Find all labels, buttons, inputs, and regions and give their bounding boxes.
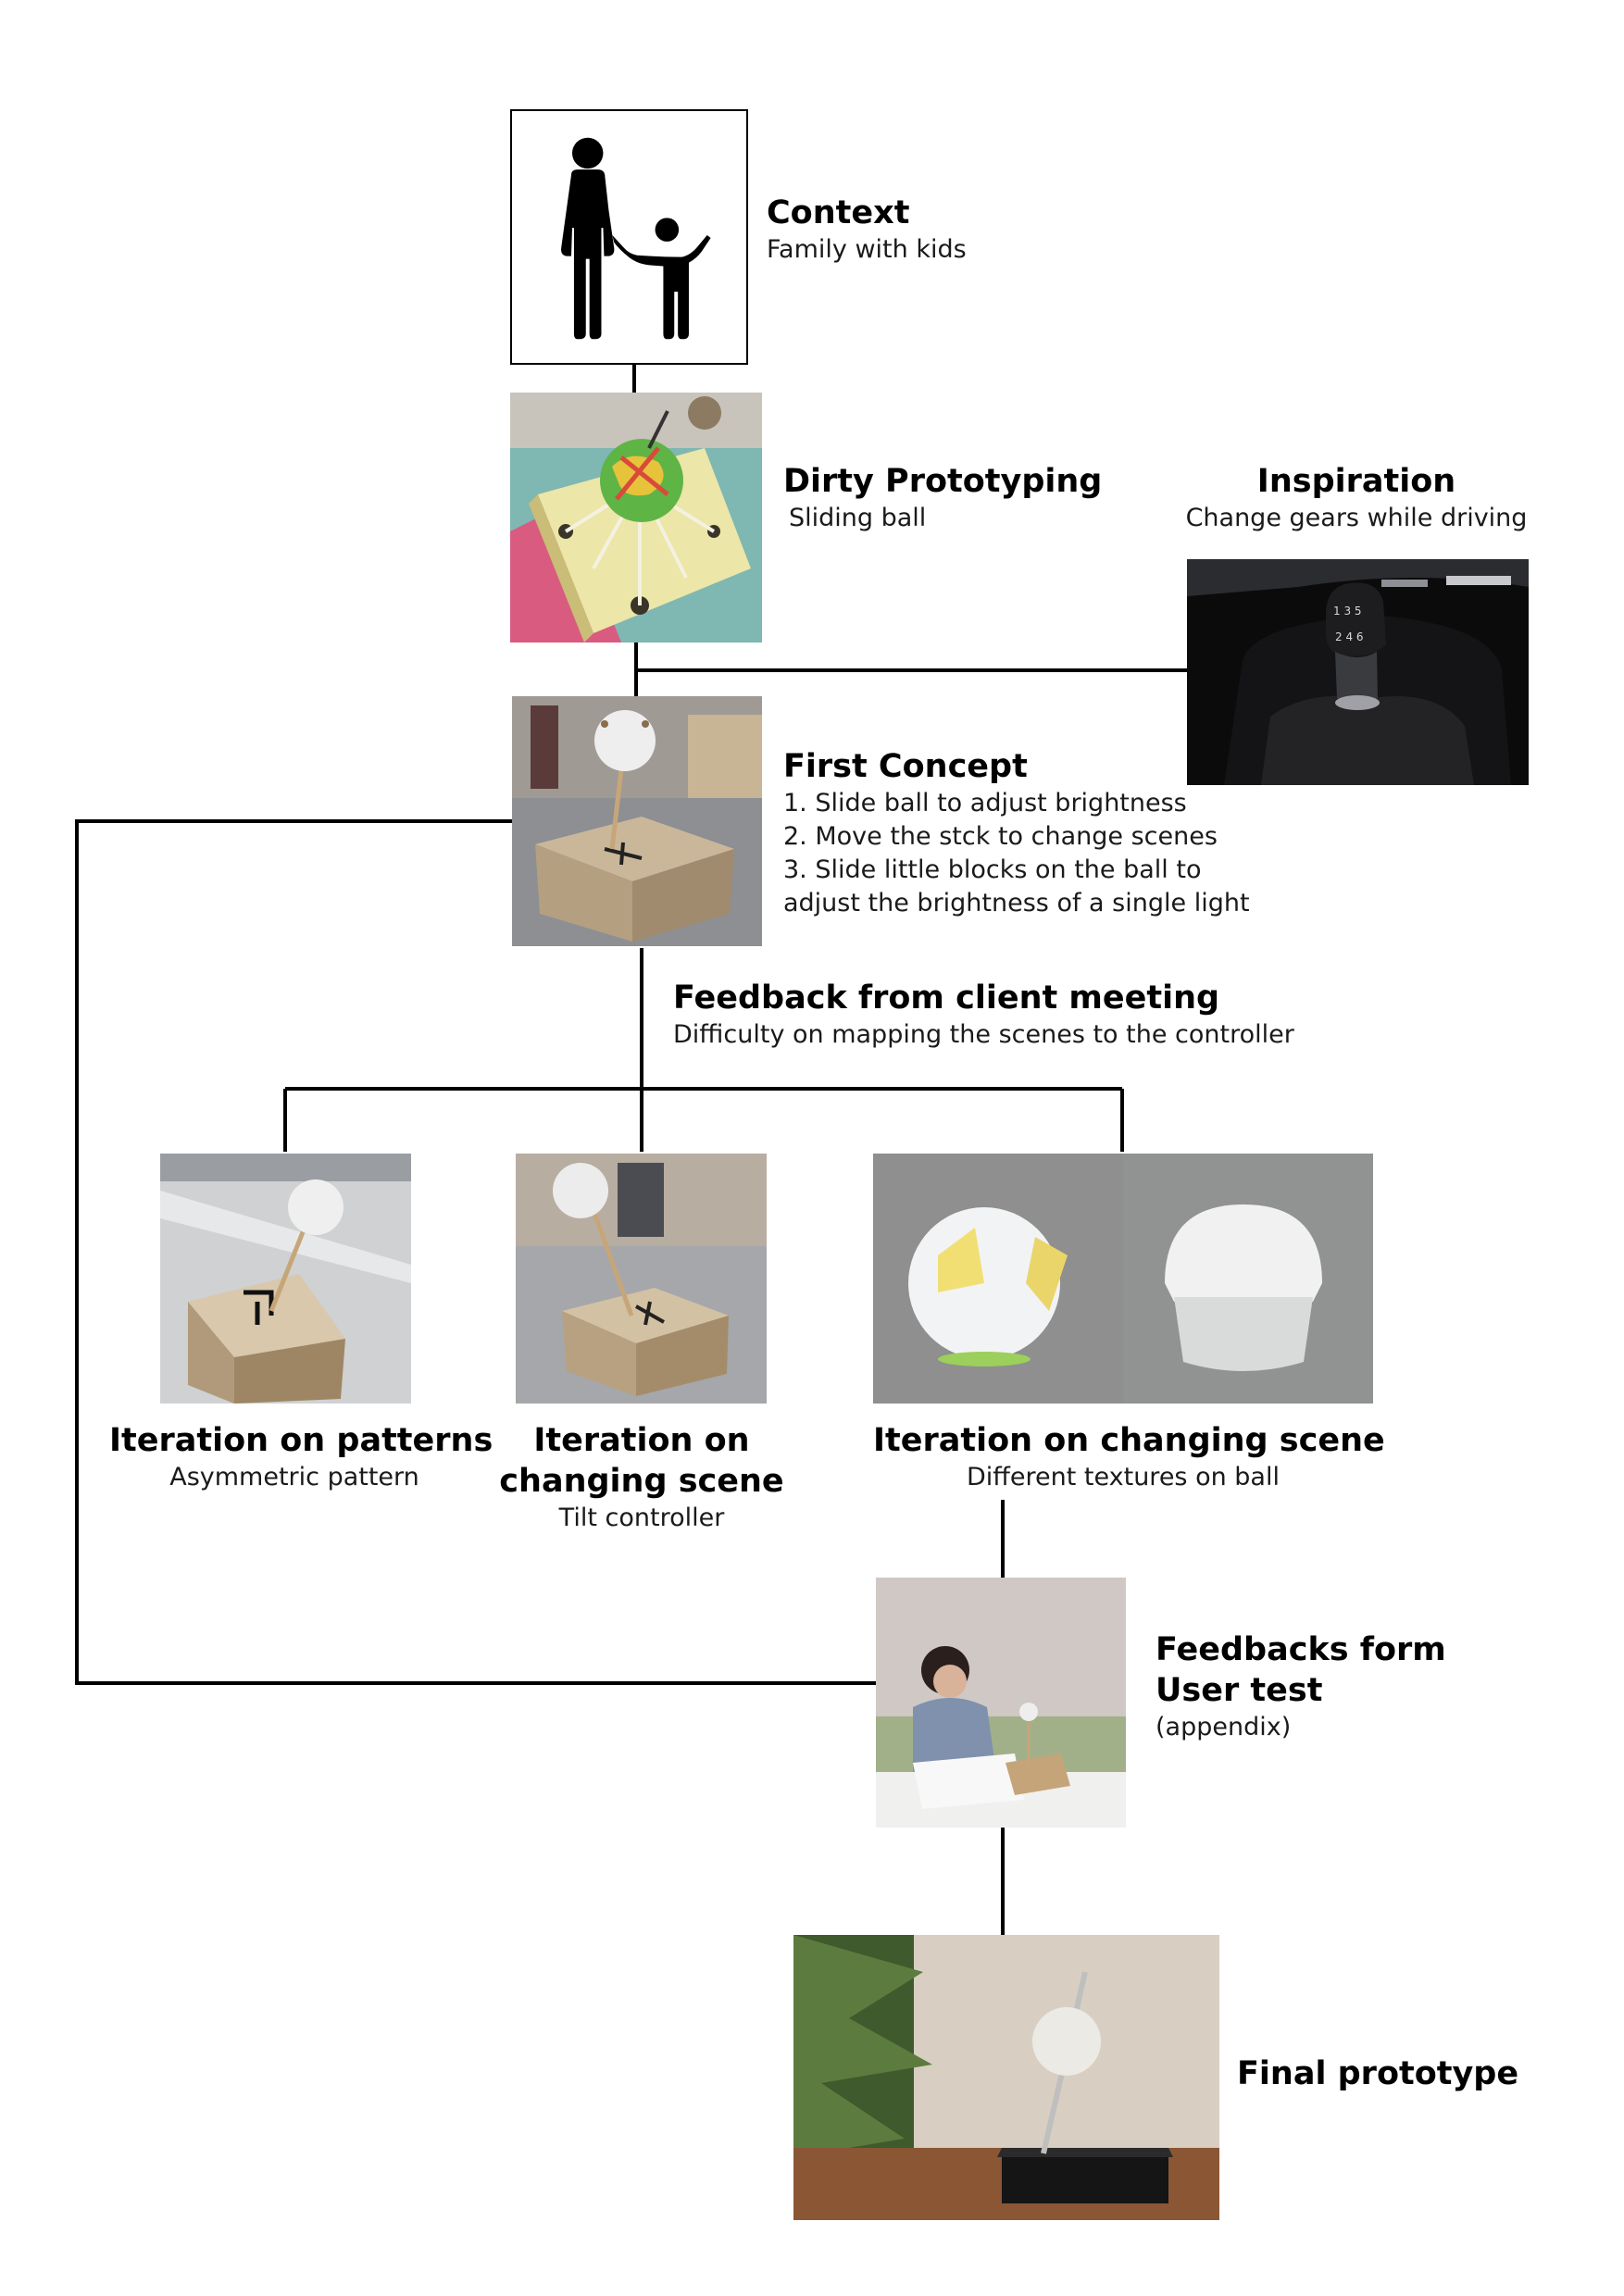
tilt-iteration-title-line1: Iteration on — [533, 1422, 750, 1459]
user-test-subtitle: (appendix) — [1156, 1713, 1292, 1741]
inspiration-label: Inspiration Change gears while driving — [1185, 461, 1528, 535]
user-test-title-line2: User test — [1156, 1672, 1323, 1709]
dirty-prototyping-title: Dirty Prototyping — [783, 463, 1103, 500]
tilt-iteration-subtitle: Tilt controller — [558, 1504, 725, 1532]
connector-feedback-loop — [75, 819, 876, 1685]
client-feedback-title: Feedback from client meeting — [673, 980, 1220, 1017]
final-prototype-title: Final prototype — [1237, 2055, 1519, 2092]
parent-child-icon — [561, 137, 711, 340]
dirty-prototype-photo — [510, 393, 762, 643]
texture-iteration-photo-b — [1123, 1154, 1373, 1404]
texture-iteration-photo-a — [873, 1154, 1123, 1404]
final-prototype-label: Final prototype — [1237, 2053, 1518, 2094]
svg-text:1 3 5: 1 3 5 — [1333, 605, 1362, 618]
first-concept-step: 3. Slide little blocks on the ball to — [783, 855, 1202, 884]
context-icon-box — [510, 109, 748, 365]
first-concept-title: First Concept — [783, 748, 1028, 785]
user-test-title-line1: Feedbacks form — [1156, 1631, 1446, 1668]
first-concept-step: 2. Move the stck to change scenes — [783, 822, 1218, 851]
user-test-label: Feedbacks form User test (appendix) — [1156, 1629, 1446, 1744]
pattern-iteration-label: Iteration on patterns Asymmetric pattern — [109, 1420, 493, 1494]
texture-iteration-title: Iteration on changing scene — [873, 1422, 1385, 1459]
client-feedback-subtitle: Difficulty on mapping the scenes to the … — [673, 1020, 1294, 1049]
gear-shift-photo: 1 3 5 2 4 6 — [1187, 559, 1529, 785]
dirty-prototyping-subtitle: Sliding ball — [789, 504, 927, 532]
pattern-iteration-subtitle: Asymmetric pattern — [169, 1463, 419, 1491]
texture-iteration-subtitle: Different textures on ball — [967, 1463, 1280, 1491]
context-label: Context Family with kids — [767, 193, 967, 267]
user-test-photo — [876, 1578, 1126, 1828]
inspiration-title: Inspiration — [1256, 463, 1456, 500]
context-title: Context — [767, 194, 910, 231]
tilt-iteration-label: Iteration on changing scene Tilt control… — [461, 1420, 822, 1535]
tilt-iteration-photo — [516, 1154, 767, 1404]
pattern-iteration-title: Iteration on patterns — [109, 1422, 493, 1459]
texture-iteration-label: Iteration on changing scene Different te… — [873, 1420, 1385, 1494]
context-subtitle: Family with kids — [767, 235, 967, 264]
final-prototype-photo — [793, 1935, 1219, 2220]
tilt-iteration-title-line2: changing scene — [499, 1463, 784, 1500]
first-concept-photo — [512, 696, 762, 946]
inspiration-subtitle: Change gears while driving — [1185, 504, 1528, 532]
client-feedback-label: Feedback from client meeting Difficulty … — [673, 978, 1294, 1052]
first-concept-label: First Concept 1. Slide ball to adjust br… — [783, 746, 1250, 920]
pattern-iteration-photo — [160, 1154, 411, 1404]
first-concept-step: 1. Slide ball to adjust brightness — [783, 789, 1187, 817]
first-concept-step: adjust the brightness of a single light — [783, 889, 1250, 917]
svg-text:2 4 6: 2 4 6 — [1335, 630, 1364, 643]
dirty-prototyping-label: Dirty Prototyping Sliding ball — [783, 461, 1102, 535]
